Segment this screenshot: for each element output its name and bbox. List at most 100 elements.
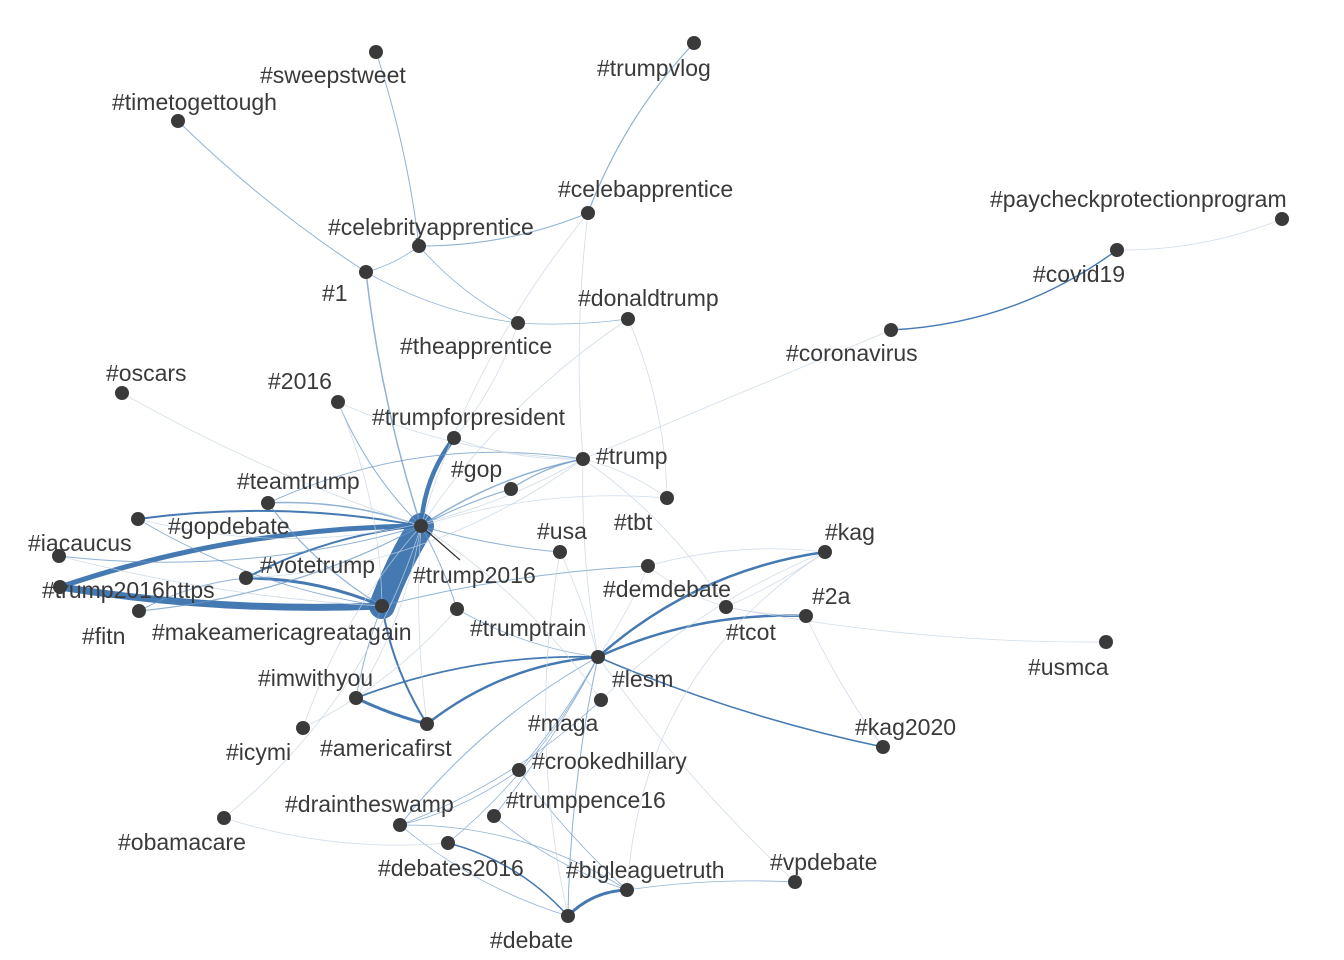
edge-trumpforpresident-trump: [453, 437, 584, 460]
node-n1[interactable]: [359, 265, 373, 279]
edge-tcot-kag: [725, 551, 826, 608]
node-vpdebate[interactable]: [788, 875, 802, 889]
edge-maga-kag: [600, 551, 826, 701]
edge-trumpvlog-celebapprentice: [587, 42, 695, 214]
node-label-n1: #1: [322, 280, 348, 306]
node-trumpvlog[interactable]: [687, 36, 701, 50]
node-makeamericagreatagain[interactable]: [375, 599, 389, 613]
node-timetogettough[interactable]: [171, 114, 185, 128]
edge-americafirst-trump2016: [418, 525, 428, 725]
edge-crookedhillary-bigleaguetruth: [518, 769, 628, 891]
node-tbt[interactable]: [660, 491, 674, 505]
node-lesm[interactable]: [591, 650, 605, 664]
edge-demdebate-kag: [647, 548, 826, 567]
node-gopdebate[interactable]: [131, 512, 145, 526]
node-label-icymi: #icymi: [226, 739, 291, 765]
node-oscars[interactable]: [115, 386, 129, 400]
node-crookedhillary[interactable]: [512, 763, 526, 777]
edge-votetrump-trump: [245, 458, 584, 579]
edge-bigleaguetruth-debate: [566, 888, 629, 918]
node-usmca[interactable]: [1099, 635, 1113, 649]
node-fitn[interactable]: [132, 604, 146, 618]
edge-y2016-makeamericagreatagain: [337, 401, 383, 607]
node-label-timetogettough: #timetogettough: [112, 89, 277, 115]
node-celebapprentice[interactable]: [581, 206, 595, 220]
node-draintheswamp[interactable]: [393, 818, 407, 832]
node-label-kag2020: #kag2020: [855, 714, 956, 740]
edge-trumptrain-lesm: [456, 608, 599, 658]
node-kag2020[interactable]: [876, 740, 890, 754]
edge-oscars-trump2016: [121, 392, 422, 527]
edge-lesm-a2: [596, 614, 808, 659]
edge-tbt-trump: [582, 458, 668, 499]
node-trump2016[interactable]: [414, 519, 428, 533]
node-trumptrain[interactable]: [450, 602, 464, 616]
node-usa[interactable]: [553, 545, 567, 559]
node-label-oscars: #oscars: [106, 360, 187, 386]
hub-tick-mark: [420, 525, 461, 561]
node-paycheckprotectionprogram[interactable]: [1275, 212, 1289, 226]
node-donaldtrump[interactable]: [621, 312, 635, 326]
edge-debate-lesm: [567, 656, 599, 917]
edge-makeamericagreatagain-trump2016https: [56, 583, 386, 611]
node-maga[interactable]: [594, 693, 608, 707]
node-obamacare[interactable]: [217, 811, 231, 825]
node-label-trumptrain: #trumptrain: [470, 615, 586, 641]
node-icymi[interactable]: [296, 721, 310, 735]
edge-gopdebate-makeamericagreatagain: [137, 518, 383, 607]
node-demdebate[interactable]: [641, 559, 655, 573]
node-label-makeamericagreatagain: #makeamericagreatagain: [152, 619, 412, 645]
node-gop[interactable]: [504, 482, 518, 496]
node-covid19[interactable]: [1110, 243, 1124, 257]
node-label-trumpforpresident: #trumpforpresident: [372, 404, 566, 430]
node-label-gopdebate: #gopdebate: [168, 513, 290, 539]
edge-draintheswamp-crookedhillary: [399, 769, 520, 826]
edge-celebapprentice-trump: [578, 212, 589, 460]
edge-debates2016-debate: [447, 842, 569, 917]
edge-donaldtrump-tbt: [627, 318, 668, 499]
edge-iacaucus-makeamericagreatagain: [58, 555, 383, 607]
edge-lesm-kag: [596, 550, 827, 659]
node-americafirst[interactable]: [420, 717, 434, 731]
node-imwithyou[interactable]: [349, 691, 363, 705]
node-y2016[interactable]: [331, 395, 345, 409]
node-label-draintheswamp: #draintheswamp: [285, 791, 454, 817]
edge-makeamericagreatagain-votetrump: [244, 576, 384, 608]
node-trumppence16[interactable]: [487, 809, 501, 823]
label-layer: #trump2016#makeamericagreatagain#trump20…: [28, 55, 1287, 953]
node-bigleaguetruth[interactable]: [620, 883, 634, 897]
node-label-bigleaguetruth: #bigleaguetruth: [566, 857, 725, 883]
edge-trump-gop: [510, 458, 584, 490]
node-sweepstweet[interactable]: [369, 45, 383, 59]
node-theapprentice[interactable]: [511, 316, 525, 330]
node-label-a2: #2a: [812, 583, 851, 609]
edge-bigleaguetruth-vpdebate: [626, 880, 796, 891]
node-layer: [52, 36, 1289, 923]
node-a2[interactable]: [799, 609, 813, 623]
edge-demdebate-makeamericagreatagain: [381, 565, 649, 607]
node-celebrityapprentice[interactable]: [412, 239, 426, 253]
edge-demdebate-tcot: [647, 565, 727, 608]
node-trumpforpresident[interactable]: [447, 431, 461, 445]
edge-celebapprentice-celebrityapprentice: [418, 212, 589, 247]
node-label-trump2016https: #trump2016https: [42, 577, 215, 603]
node-label-imwithyou: #imwithyou: [258, 665, 373, 691]
node-label-celebrityapprentice: #celebrityapprentice: [328, 214, 534, 240]
node-debates2016[interactable]: [441, 836, 455, 850]
edge-trump2016-trump2016https: [57, 523, 424, 590]
node-iacaucus[interactable]: [52, 549, 66, 563]
node-votetrump[interactable]: [239, 571, 253, 585]
edge-trump2016-votetrump: [245, 525, 422, 579]
node-debate[interactable]: [561, 909, 575, 923]
node-teamtrump[interactable]: [261, 496, 275, 510]
node-trump[interactable]: [576, 452, 590, 466]
node-trump2016https[interactable]: [53, 580, 67, 594]
edge-a2-kag2020: [805, 615, 884, 748]
edge-trumpforpresident-theapprentice: [453, 322, 519, 439]
node-coronavirus[interactable]: [884, 323, 898, 337]
edge-imwithyou-lesm: [355, 655, 599, 699]
edge-bigleaguetruth-kag: [626, 551, 826, 891]
edge-celebrityapprentice-theapprentice: [418, 245, 519, 324]
node-kag[interactable]: [818, 545, 832, 559]
node-tcot[interactable]: [719, 600, 733, 614]
